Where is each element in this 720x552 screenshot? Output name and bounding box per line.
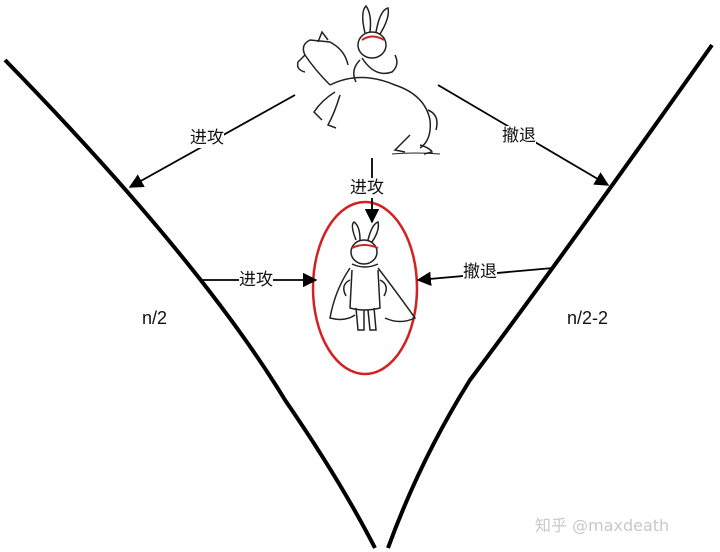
right-count-label: n/2-2 bbox=[567, 308, 609, 328]
left-count-label: n/2 bbox=[142, 308, 168, 328]
right-boundary-curve bbox=[386, 43, 714, 549]
left-boundary-curve bbox=[3, 58, 377, 549]
label-retreat-top-right: 撤退 bbox=[502, 126, 536, 146]
label-attack-top-left: 进攻 bbox=[190, 128, 224, 148]
label-attack-top-center: 进攻 bbox=[350, 178, 384, 198]
label-retreat-middle-right: 撤退 bbox=[463, 262, 497, 282]
cavalry-rabbit-illustration bbox=[296, 4, 441, 155]
watermark: 知乎 @maxdeath bbox=[535, 516, 670, 535]
label-attack-middle-left: 进攻 bbox=[239, 270, 273, 290]
highlight-ellipse bbox=[311, 200, 419, 376]
commander-rabbit-illustration bbox=[329, 221, 417, 331]
